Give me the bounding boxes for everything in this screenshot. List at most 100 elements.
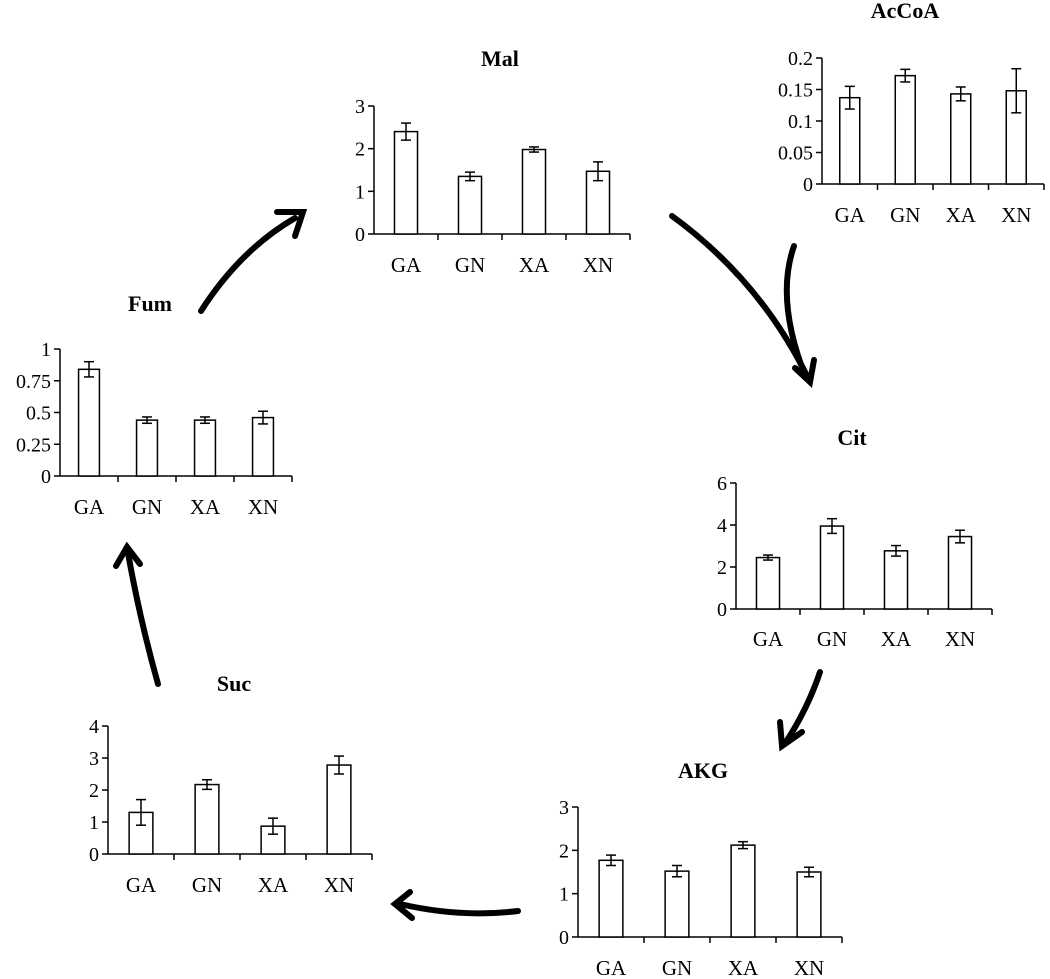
bar-gn	[894, 74, 916, 185]
error-bar	[465, 171, 475, 182]
error-bar	[334, 755, 344, 775]
chart-title: AcCoA	[871, 0, 940, 23]
category-label: XN	[1001, 203, 1031, 227]
category-label: GN	[890, 203, 920, 227]
category-label: XA	[881, 627, 912, 651]
chart-akg: AKG 0 1 2 3GA GN XA XN	[559, 758, 843, 979]
category-label: XA	[728, 956, 759, 979]
error-bar	[136, 798, 146, 826]
error-bar	[763, 554, 773, 561]
arrow-suc-to-fum	[125, 550, 161, 687]
category-label: GA	[391, 253, 422, 277]
y-tick-label: 0.25	[16, 434, 51, 456]
y-tick-label: 0	[559, 927, 569, 949]
category-label: GN	[132, 495, 162, 519]
category-label: GA	[74, 495, 105, 519]
category-label: GN	[455, 253, 485, 277]
y-tick-label: 6	[717, 473, 727, 495]
y-tick-label: 0.1	[788, 111, 813, 133]
error-bar	[401, 122, 411, 141]
category-label: GN	[192, 873, 222, 897]
y-tick-label: 0.75	[16, 371, 51, 393]
y-tick-label: 1	[559, 884, 569, 906]
y-tick-label: 1	[355, 181, 365, 203]
chart-title: Mal	[481, 46, 519, 71]
arrow-fum-to-mal	[198, 215, 298, 314]
chart-mal: Mal 0 1 2 3GA GN XA XN	[355, 46, 631, 277]
bar-gn	[664, 870, 690, 938]
category-label: GN	[662, 956, 692, 979]
y-tick-label: 0	[803, 174, 813, 196]
arrow-akg-to-suc	[397, 901, 521, 917]
error-bar	[1011, 67, 1022, 114]
y-tick-label: 4	[89, 716, 99, 738]
category-label: GA	[596, 956, 627, 979]
y-tick-label: 3	[355, 96, 365, 118]
error-bar	[827, 517, 837, 535]
category-label: GA	[753, 627, 784, 651]
bar-xn	[251, 416, 275, 477]
category-label: XA	[519, 253, 550, 277]
arrow-cit-head	[792, 357, 817, 388]
chart-title: Cit	[837, 425, 867, 450]
y-tick-label: 4	[717, 515, 727, 537]
bar-xa	[950, 93, 972, 185]
arrow-cit-to-akg	[783, 669, 823, 745]
bar-ga	[755, 556, 781, 610]
category-label: XN	[583, 253, 613, 277]
error-bar	[529, 146, 539, 153]
bar-xn	[326, 764, 352, 855]
error-bar	[955, 529, 965, 544]
bar-xn	[947, 535, 973, 610]
error-bar	[593, 161, 603, 182]
y-tick-label: 1	[89, 812, 99, 834]
bar-gn	[819, 525, 845, 610]
y-tick-label: 3	[559, 797, 569, 819]
y-tick-label: 0.05	[778, 143, 813, 165]
bar-gn	[135, 419, 159, 477]
y-tick-label: 2	[89, 780, 99, 802]
bar-ga	[77, 368, 101, 477]
y-tick-label: 3	[89, 748, 99, 770]
category-label: GA	[126, 873, 157, 897]
category-label: XA	[258, 873, 289, 897]
y-tick-label: 0.15	[778, 80, 813, 102]
error-bar	[955, 86, 966, 102]
category-label: XA	[190, 495, 221, 519]
category-label: GA	[835, 203, 866, 227]
chart-title: Fum	[128, 291, 172, 316]
error-bar	[844, 85, 855, 110]
y-tick-label: 0	[717, 599, 727, 621]
bar-ga	[598, 859, 624, 938]
bar-gn	[194, 783, 220, 855]
y-tick-label: 1	[41, 339, 51, 361]
bar-xa	[883, 550, 909, 610]
category-label: XN	[945, 627, 975, 651]
y-tick-label: 2	[717, 557, 727, 579]
y-tick-label: 0	[355, 224, 365, 246]
error-bar	[200, 416, 210, 425]
arrow-akg-head	[777, 719, 805, 752]
error-bar	[258, 410, 268, 425]
cycle-arrows	[113, 209, 823, 921]
error-bar	[900, 68, 911, 83]
y-tick-label: 0.5	[26, 403, 51, 425]
y-tick-label: 2	[559, 840, 569, 862]
category-label: XN	[794, 956, 824, 979]
bar-ga	[393, 130, 419, 235]
category-label: GN	[817, 627, 847, 651]
bar-xa	[521, 148, 547, 235]
bar-xa	[730, 844, 756, 938]
error-bar	[268, 817, 278, 835]
bar-xa	[193, 419, 217, 477]
category-label: XN	[324, 873, 354, 897]
y-tick-label: 2	[355, 139, 365, 161]
arrow-suc-head	[390, 889, 415, 921]
bar-ga	[839, 96, 861, 185]
chart-title: AKG	[678, 758, 728, 783]
